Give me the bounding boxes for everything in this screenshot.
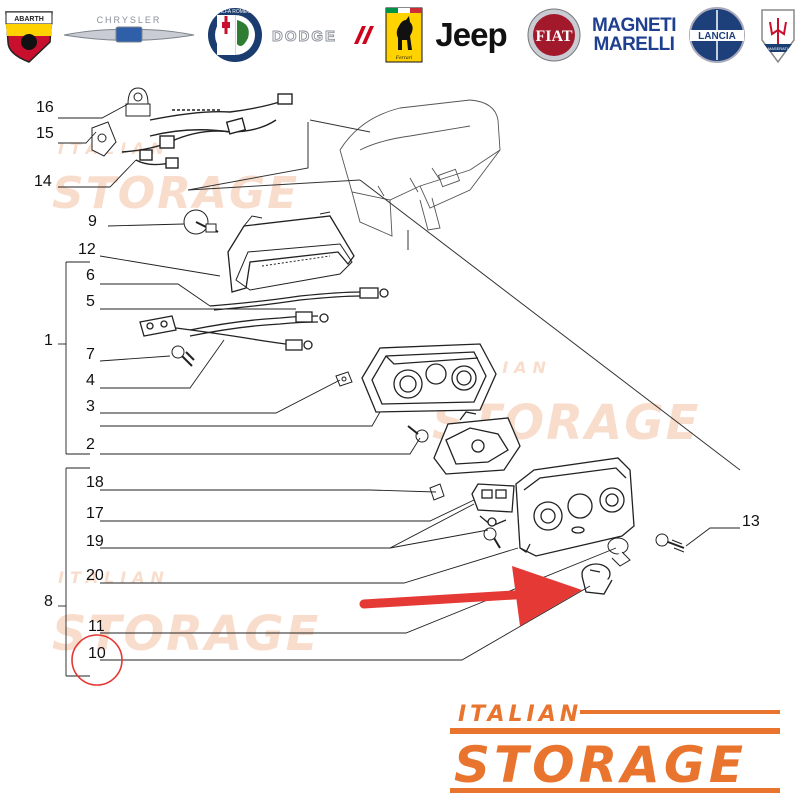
bulb-holder — [335, 371, 353, 387]
callout-8: 8 — [44, 593, 53, 610]
part-15-bracket — [91, 121, 117, 157]
callout-13: 13 — [742, 513, 760, 530]
abarth-logo: ABARTH — [2, 6, 56, 64]
callout-19: 19 — [86, 533, 104, 550]
part-11-knob — [607, 537, 631, 567]
callout-17: 17 — [86, 505, 104, 522]
footer-logo-italian: ITALIAN — [458, 702, 583, 727]
maserati-label: MASERATI — [768, 46, 788, 51]
part-20-screw — [483, 527, 501, 549]
jeep-label: Jeep — [435, 16, 507, 53]
lancia-logo: LANCIA — [684, 6, 750, 64]
part-3-instrument-cluster — [361, 343, 497, 413]
part-11-panel-bezel — [515, 457, 635, 557]
brand-logo-strip: ABARTH CHRYSLER ALFA ROMEO — [0, 0, 800, 70]
leader-lines — [58, 103, 740, 677]
callout-15: 15 — [36, 125, 54, 142]
callout-9: 9 — [88, 213, 97, 230]
dashboard-outline — [339, 99, 501, 237]
part-4-cable — [139, 315, 313, 351]
part-17-switch — [471, 483, 515, 527]
part-7-screw — [171, 345, 195, 367]
callout-16: 16 — [36, 99, 54, 116]
callout-18: 18 — [86, 474, 104, 491]
part-16-clip — [125, 87, 151, 117]
abarth-label: ABARTH — [14, 16, 44, 23]
callout-1: 1 — [44, 332, 53, 349]
magneti-label: MAGNETI — [591, 15, 677, 36]
marelli-label: MARELLI — [593, 34, 675, 55]
part-2-bracket — [433, 411, 521, 475]
callout-14: 14 — [34, 173, 52, 190]
part-13-screw — [655, 533, 685, 553]
callout-20: 20 — [86, 567, 104, 584]
callout-2: 2 — [86, 436, 95, 453]
callout-7: 7 — [86, 346, 95, 363]
part-9-sender — [183, 209, 219, 235]
highlight-circle — [71, 634, 123, 686]
part-14-wiring-harness — [121, 93, 293, 169]
callout-5: 5 — [86, 293, 95, 310]
screw-near-part-2 — [407, 425, 429, 443]
part-12-frame — [227, 211, 355, 293]
dodge-label: DODGE — [272, 28, 337, 45]
part-6-cable — [209, 287, 389, 311]
callout-6: 6 — [86, 267, 95, 284]
jeep-logo: Jeep — [428, 6, 514, 64]
fiat-label: FIAT — [535, 28, 572, 45]
fiat-logo: FIAT — [526, 6, 582, 64]
callout-4: 4 — [86, 372, 95, 389]
highlight-arrow — [359, 566, 582, 626]
part-10-knob — [581, 563, 613, 595]
callout-12: 12 — [78, 241, 96, 258]
chrysler-logo: CHRYSLER — [62, 6, 196, 64]
callout-11: 11 — [88, 618, 105, 635]
alfa-romeo-logo: ALFA ROMEO — [204, 6, 266, 64]
italian-storage-footer-logo: ITALIAN STORAGE — [448, 702, 788, 794]
ferrari-label: Ferrari — [395, 55, 413, 61]
maserati-logo: MASERATI — [756, 6, 800, 64]
callout-3: 3 — [86, 398, 95, 415]
alfa-romeo-label: ALFA ROMEO — [219, 9, 251, 15]
ferrari-logo: Ferrari — [384, 6, 424, 64]
dodge-logo: DODGE — [270, 6, 378, 64]
callout-10: 10 — [88, 645, 106, 662]
part-5-cable — [189, 311, 329, 337]
lancia-label: LANCIA — [698, 31, 736, 42]
part-18-bulb — [429, 483, 445, 501]
chrysler-label: CHRYSLER — [97, 15, 162, 25]
footer-logo-storage: STORAGE — [454, 736, 748, 794]
magneti-marelli-logo: MAGNETI MARELLI — [588, 6, 680, 64]
